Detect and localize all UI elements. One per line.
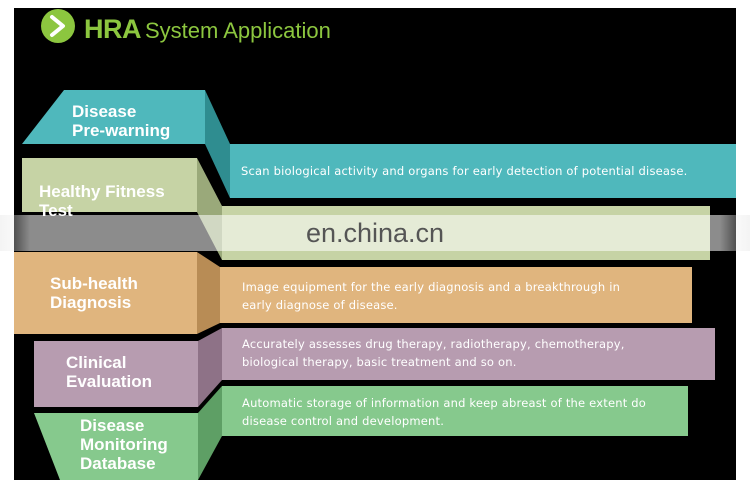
row-description-sub-health-diagnosis: Image equipment for the early diagnosis … — [242, 280, 621, 312]
connector-sub-health-diagnosis — [197, 252, 220, 334]
description-panel-disease-pre-warning — [230, 144, 736, 198]
row-description-clinical-evaluation: Accurately assesses drug therapy, radiot… — [242, 337, 625, 369]
row-label-disease-pre-warning: Disease Pre-warning — [72, 102, 171, 140]
label-block-disease-monitoring-database — [34, 413, 198, 480]
title-text: System Application — [145, 18, 331, 43]
connector-disease-pre-warning — [205, 90, 230, 198]
connector-clinical-evaluation — [198, 328, 222, 407]
watermark-band — [0, 215, 750, 251]
label-block-sub-health-diagnosis — [14, 252, 197, 334]
chevron-right-circle-icon — [41, 9, 75, 43]
description-panel-sub-health-diagnosis — [220, 267, 692, 323]
description-panel-disease-monitoring-database — [222, 386, 688, 436]
row-label-clinical-evaluation: Clinical Evaluation — [66, 353, 152, 391]
label-block-clinical-evaluation — [34, 341, 198, 407]
watermark: en.china.cn — [305, 218, 445, 248]
row-label-sub-health-diagnosis: Sub-health Diagnosis — [50, 274, 138, 312]
brand-name: HRA — [84, 14, 142, 44]
row-description-disease-pre-warning: Scan biological activity and organs for … — [241, 164, 688, 178]
connector-disease-monitoring-database — [198, 386, 222, 480]
label-block-healthy-fitness-test — [22, 158, 197, 212]
description-panel-clinical-evaluation — [222, 328, 715, 380]
row-description-disease-monitoring-database: Automatic storage of information and kee… — [242, 396, 647, 428]
row-label-disease-monitoring-database: Disease Monitoring Database — [80, 416, 168, 473]
label-block-disease-pre-warning — [22, 90, 205, 144]
